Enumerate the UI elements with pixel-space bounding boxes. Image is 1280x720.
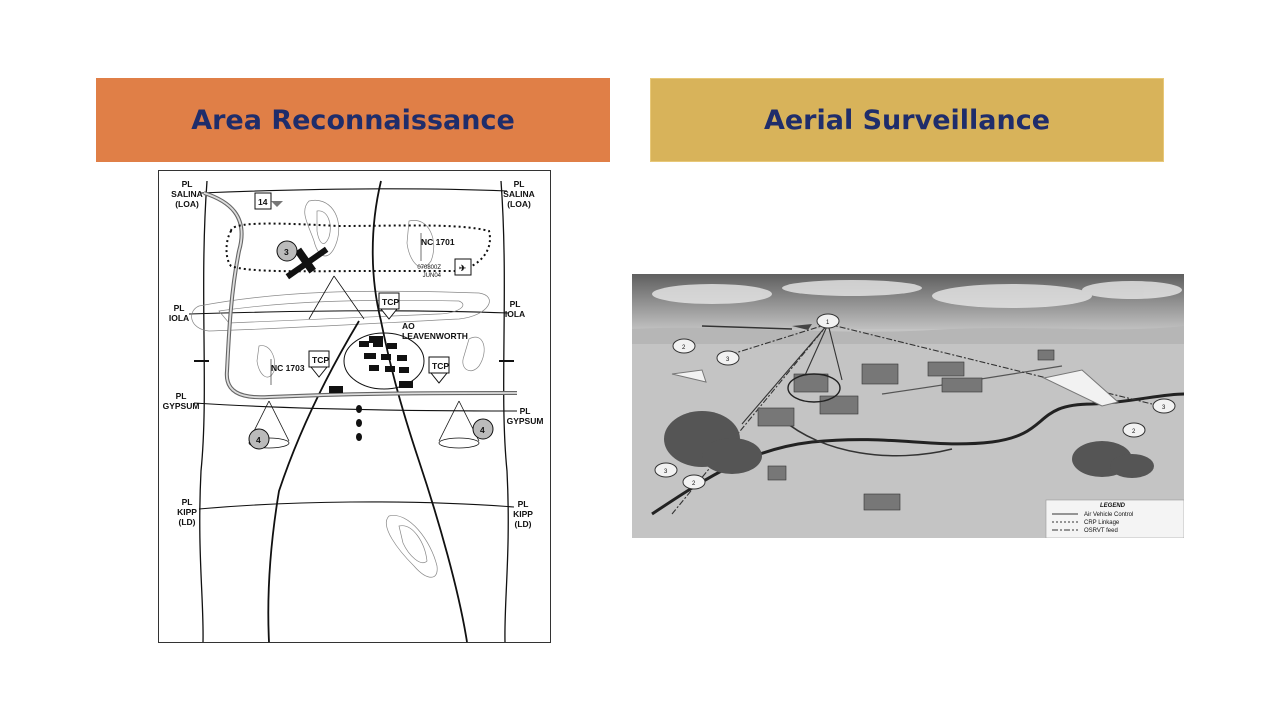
svg-text:IOLA: IOLA bbox=[505, 309, 525, 319]
svg-text:(LD): (LD) bbox=[179, 517, 196, 527]
svg-text:PL: PL bbox=[182, 497, 193, 507]
tcp-box-north: TCP bbox=[378, 292, 400, 320]
svg-text:(LOA): (LOA) bbox=[175, 199, 199, 209]
svg-text:3: 3 bbox=[664, 469, 668, 475]
scene-legend: LEGEND Air Vehicle Control CRP Linkage O… bbox=[1045, 499, 1184, 538]
svg-text:GYPSUM: GYPSUM bbox=[507, 416, 544, 426]
waypoint-2-east: 2 bbox=[1122, 422, 1146, 438]
pl-kipp-right-label: PL KIPP (LD) bbox=[513, 499, 533, 529]
left-boundary-line bbox=[199, 180, 208, 642]
aerial-surveillance-title: Aerial Surveillance bbox=[763, 104, 1051, 136]
ao-name-label: LEAVENWORTH bbox=[402, 331, 468, 341]
nc1701-label: NC 1701 bbox=[421, 237, 455, 247]
area-reconnaissance-title: Area Reconnaissance bbox=[191, 104, 515, 136]
svg-text:PL: PL bbox=[518, 499, 529, 509]
legend-item-osrvt-feed: OSRVT feed bbox=[1084, 528, 1118, 534]
pl-gypsum-left-label: PL GYPSUM bbox=[163, 391, 200, 411]
area-reconnaissance-header: Area Reconnaissance bbox=[96, 78, 610, 162]
svg-text:1: 1 bbox=[826, 320, 830, 326]
svg-text:3: 3 bbox=[284, 247, 289, 257]
pl-gypsum-right-label: PL GYPSUM bbox=[507, 406, 544, 426]
svg-text:PL: PL bbox=[520, 406, 531, 416]
pl-kipp-left-label: PL KIPP (LD) bbox=[177, 497, 197, 527]
svg-text:PL: PL bbox=[514, 179, 525, 189]
svg-text:IOLA: IOLA bbox=[169, 313, 189, 323]
area-circle-4-east: 4 bbox=[472, 418, 494, 440]
waypoint-1: 1 bbox=[816, 313, 840, 329]
right-boundary-line bbox=[500, 180, 509, 642]
waypoint-3-south: 3 bbox=[654, 462, 678, 478]
tcp-box-east: TCP bbox=[428, 356, 450, 384]
river-route bbox=[203, 191, 518, 400]
waypoint-2-west: 2 bbox=[672, 338, 696, 354]
svg-text:SALINA: SALINA bbox=[171, 189, 203, 199]
pl-salina-right-label: PL SALINA (LOA) bbox=[503, 179, 535, 209]
legend-item-air-vehicle-control: Air Vehicle Control bbox=[1084, 512, 1133, 518]
waypoint-3-west: 3 bbox=[716, 350, 740, 366]
svg-text:✈: ✈ bbox=[459, 263, 467, 273]
scene-buildings bbox=[757, 349, 1055, 511]
area-reconnaissance-map: TCP TCP TCP 14 ✈ 070800Z JUN04 NC 1701 N… bbox=[158, 170, 551, 643]
svg-text:2: 2 bbox=[682, 345, 686, 351]
uav-launch-marker: ✈ bbox=[454, 258, 472, 276]
recon-map-svg: TCP TCP TCP 14 ✈ 070800Z JUN04 NC 1701 N… bbox=[163, 179, 544, 642]
ao-town-buildings bbox=[359, 341, 409, 373]
waypoint-2-south: 2 bbox=[682, 474, 706, 490]
svg-text:(LOA): (LOA) bbox=[507, 199, 531, 209]
area-circle-3: 3 bbox=[276, 240, 298, 262]
svg-text:2: 2 bbox=[692, 481, 696, 487]
svg-text:TCP: TCP bbox=[382, 297, 399, 307]
svg-text:PL: PL bbox=[176, 391, 187, 401]
aerial-surveillance-scene: 1 2 3 2 3 2 3 2 LEGEND Air Vehicle Contr… bbox=[632, 274, 1184, 538]
pl-iola-right-label: PL IOLA bbox=[505, 299, 525, 319]
uav-orbit-path bbox=[225, 222, 491, 273]
legend-title: LEGEND bbox=[1100, 503, 1126, 509]
pl-gypsum-line bbox=[193, 402, 518, 412]
svg-text:TCP: TCP bbox=[432, 361, 449, 371]
svg-text:4: 4 bbox=[256, 435, 261, 445]
clouds bbox=[652, 280, 1182, 308]
vehicle-icons bbox=[329, 336, 413, 393]
checkpoint-14-marker: 14 bbox=[254, 192, 283, 210]
ao-boundary bbox=[343, 332, 425, 390]
pl-iola-left-label: PL IOLA bbox=[169, 303, 189, 323]
svg-text:(LD): (LD) bbox=[515, 519, 532, 529]
svg-text:SALINA: SALINA bbox=[503, 189, 535, 199]
target-area-ellipse bbox=[787, 373, 841, 403]
svg-text:2: 2 bbox=[1132, 429, 1136, 435]
scene-road-secondary bbox=[781, 418, 953, 457]
uav-aircraft-icon bbox=[285, 246, 329, 280]
pl-salina-line bbox=[200, 188, 508, 194]
nc1703-label: NC 1703 bbox=[271, 363, 305, 373]
boundary-dots bbox=[356, 405, 362, 441]
svg-text:KIPP: KIPP bbox=[177, 507, 197, 517]
tcp-box-west: TCP bbox=[308, 350, 330, 378]
scene-uav-icon bbox=[792, 324, 812, 330]
svg-text:PL: PL bbox=[182, 179, 193, 189]
svg-text:TCP: TCP bbox=[312, 355, 329, 365]
surveillance-scene-svg: 1 2 3 2 3 2 3 2 LEGEND Air Vehicle Contr… bbox=[632, 274, 1184, 538]
svg-text:KIPP: KIPP bbox=[513, 509, 533, 519]
svg-text:3: 3 bbox=[1162, 405, 1166, 411]
svg-text:14: 14 bbox=[258, 197, 268, 207]
svg-text:3: 3 bbox=[726, 357, 730, 363]
main-road bbox=[371, 180, 468, 642]
waypoint-3-east: 3 bbox=[1152, 398, 1176, 414]
legend-item-crp-linkage: CRP Linkage bbox=[1084, 520, 1120, 526]
svg-text:PL: PL bbox=[510, 299, 521, 309]
scene-trees bbox=[664, 411, 1154, 478]
svg-text:PL: PL bbox=[174, 303, 185, 313]
svg-text:4: 4 bbox=[480, 425, 485, 435]
svg-text:GYPSUM: GYPSUM bbox=[163, 401, 200, 411]
ao-label: AO bbox=[402, 321, 415, 331]
pl-kipp-line bbox=[198, 501, 515, 510]
pl-iola-line bbox=[188, 310, 510, 315]
terrain-contours bbox=[191, 199, 490, 578]
west-road bbox=[267, 320, 360, 642]
pl-salina-left-label: PL SALINA (LOA) bbox=[171, 179, 203, 209]
area-circle-4-west: 4 bbox=[248, 428, 270, 450]
aerial-surveillance-header: Aerial Surveillance bbox=[650, 78, 1164, 162]
dtg-line-2: JUN04 bbox=[423, 273, 442, 279]
dtg-line-1: 070800Z bbox=[417, 265, 441, 271]
